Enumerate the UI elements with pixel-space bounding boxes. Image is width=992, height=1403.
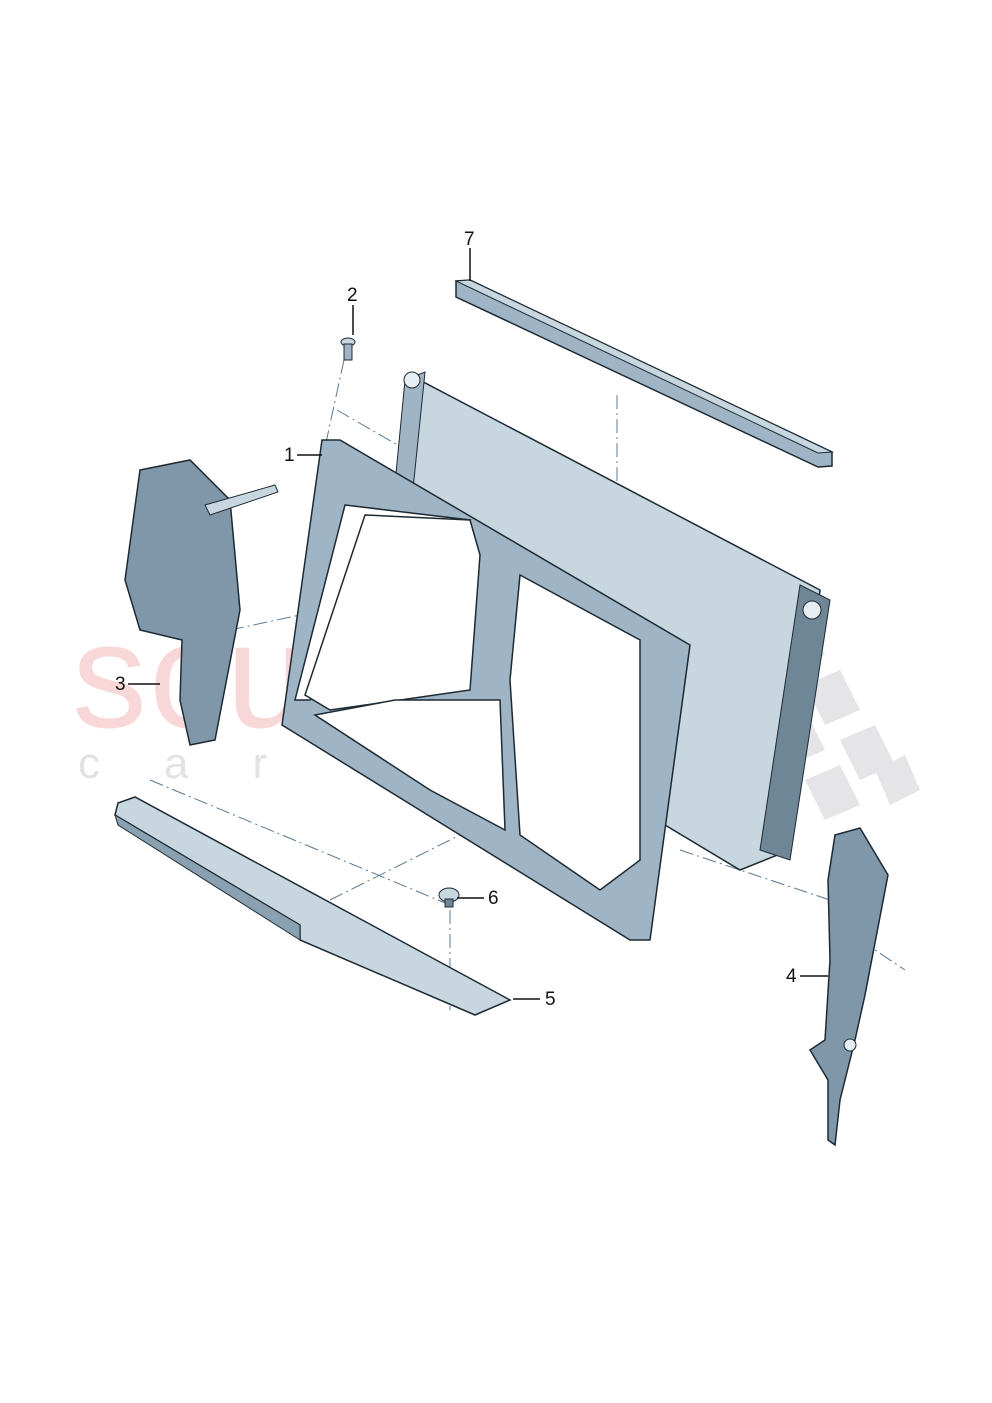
callout-7[interactable]: 7 — [464, 229, 475, 250]
leader-lines — [128, 248, 828, 1000]
callout-4[interactable]: 4 — [786, 966, 797, 987]
callout-1[interactable]: 1 — [284, 445, 295, 466]
callout-2[interactable]: 2 — [347, 285, 358, 306]
part-carrier-frame[interactable] — [281, 439, 691, 941]
callout-5[interactable]: 5 — [545, 989, 556, 1010]
part-expanding-clip[interactable] — [438, 887, 460, 908]
callout-3[interactable]: 3 — [115, 674, 126, 695]
part-air-duct-left[interactable] — [124, 459, 279, 746]
part-screw[interactable] — [340, 337, 356, 361]
part-air-duct-lower[interactable] — [114, 796, 512, 1016]
part-air-duct-right[interactable] — [808, 827, 889, 1147]
callout-6[interactable]: 6 — [488, 888, 499, 909]
